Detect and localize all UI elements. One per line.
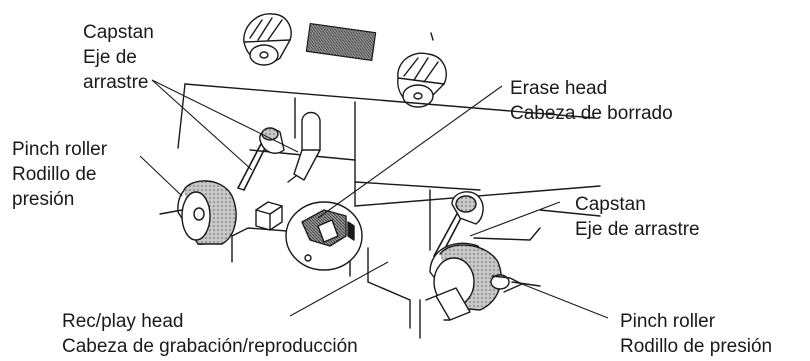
label-pinch-roller-left-es-2: presión — [12, 189, 75, 210]
tape-window — [305, 22, 377, 62]
label-rec-play-head-es: Cabeza de grabación/reproducción — [62, 336, 358, 357]
label-erase-head-en: Erase head — [510, 78, 608, 99]
label-erase-head-es: Cabeza de borrado — [510, 103, 673, 124]
label-rec-play-head-en: Rec/play head — [62, 311, 184, 332]
leader-pinch-roller-right — [521, 283, 609, 319]
capstan-right — [433, 191, 484, 259]
label-capstan-left-es-1: Eje de — [83, 47, 137, 68]
leader-erase-head — [317, 85, 503, 219]
label-pinch-roller-left: Pinch roller Rodillo de presión — [12, 137, 107, 212]
leader-capstan-right — [469, 201, 561, 237]
leader-pinch-roller-left — [139, 155, 183, 197]
capstan-left — [237, 127, 285, 191]
reel-knob-left — [243, 13, 292, 66]
label-pinch-roller-right: Pinch roller Rodillo de presión — [620, 309, 772, 359]
leader-capstan-left-a — [151, 79, 253, 171]
label-erase-head: Erase head Cabeza de borrado — [510, 76, 673, 126]
leader-lines — [139, 79, 609, 319]
label-pinch-roller-right-es: Rodillo de presión — [620, 336, 773, 357]
small-block — [255, 201, 283, 231]
label-pinch-roller-right-en: Pinch roller — [620, 311, 716, 332]
tape-guide-left — [287, 111, 321, 183]
label-capstan-left: Capstan Eje de arrastre — [83, 20, 154, 95]
label-capstan-right-en: Capstan — [575, 194, 646, 215]
label-rec-play-head: Rec/play head Cabeza de grabación/reprod… — [62, 309, 358, 359]
label-pinch-roller-left-es-1: Rodillo de — [12, 164, 97, 185]
label-capstan-left-es-2: arrastre — [83, 72, 149, 93]
label-capstan-left-en: Capstan — [83, 22, 154, 43]
label-capstan-right: Capstan Eje de arrastre — [575, 192, 700, 242]
rec-play-head — [285, 201, 363, 271]
pinch-roller-right — [425, 242, 541, 321]
leader-rec-play-head — [289, 261, 389, 317]
reel-knob-right — [397, 52, 447, 108]
label-capstan-right-es: Eje de arrastre — [575, 219, 700, 240]
label-pinch-roller-left-en: Pinch roller — [12, 139, 108, 160]
leader-capstan-left-b — [151, 79, 299, 153]
pinch-roller-left — [159, 180, 237, 245]
